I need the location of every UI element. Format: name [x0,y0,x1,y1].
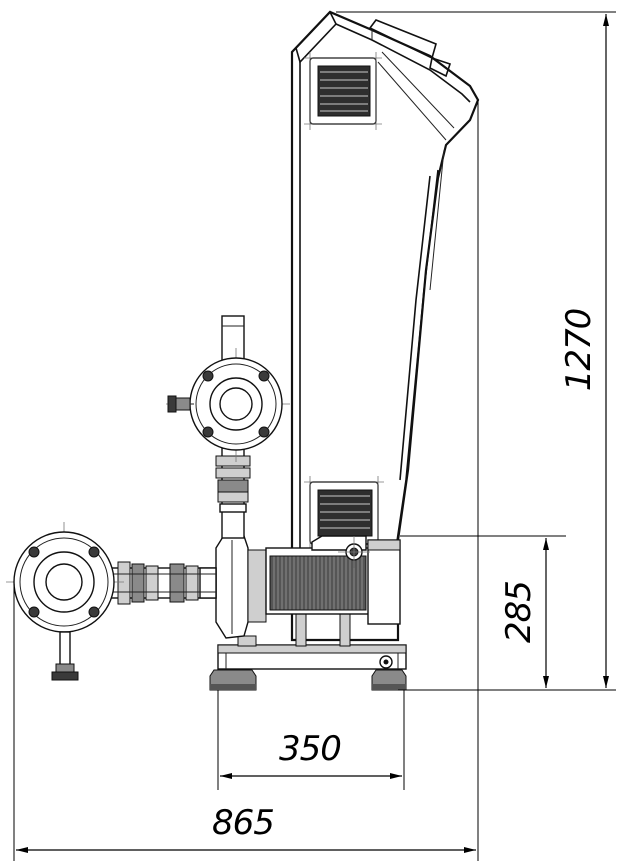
base-frame [209,644,407,691]
upper-flange [166,348,290,462]
dimension-285-label: 285 [499,581,539,643]
discharge-pipe [215,315,251,539]
lower-vent-grille [304,476,384,550]
upper-vent-grille [304,52,382,130]
left-flange [6,522,124,681]
dimension-865-label: 865 [212,803,274,843]
pump-motor [215,529,401,647]
dimension-350-label: 350 [279,729,341,769]
dimension-1270-label: 1270 [559,309,599,392]
suction-pipe [105,561,217,605]
dimension-lines [13,11,616,861]
